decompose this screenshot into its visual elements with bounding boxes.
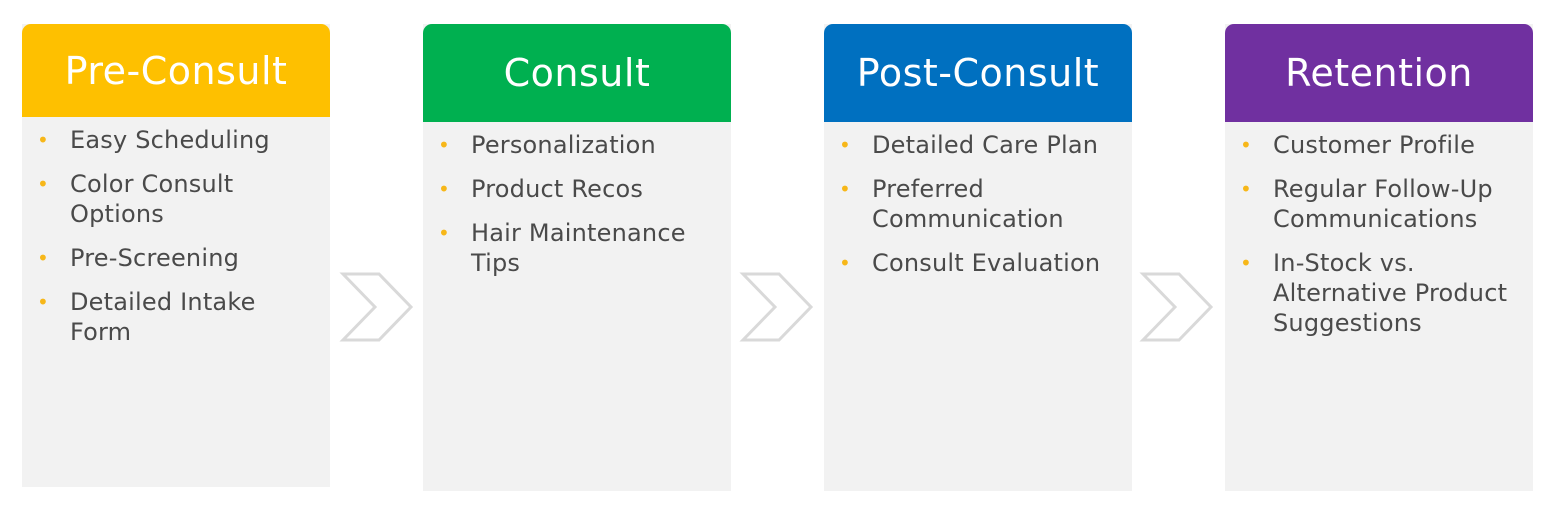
list-item: • Color Consult Options [22,169,330,229]
list-item: • Regular Follow-Up Communications [1225,174,1533,234]
bullet-icon: • [438,221,450,245]
chevron-right-icon [739,272,814,342]
stage-item-list: • Detailed Care Plan • Preferred Communica… [824,130,1132,292]
list-item-text: Color Consult Options [70,170,234,228]
bullet-icon: • [37,128,49,152]
list-item-text: Regular Follow-Up Communications [1273,175,1493,233]
list-item-text: Detailed Care Plan [872,131,1099,159]
list-item-text: Product Recos [471,175,644,203]
list-item: • Hair Maintenance Tips [423,218,731,278]
chevron-right-icon [339,272,414,342]
chevron-right-icon [1139,272,1214,342]
stage-title: Post-Consult [856,51,1100,95]
list-item-text: Hair Maintenance Tips [471,219,686,277]
list-item: • Consult Evaluation [824,248,1132,278]
bullet-icon: • [1240,177,1252,201]
stage-title: Consult [503,51,651,95]
list-item: • Customer Profile [1225,130,1533,160]
bullet-icon: • [438,177,450,201]
stage-post-consult: Post-Consult • Detailed Care Plan • Prefer… [824,24,1132,491]
list-item: • Easy Scheduling [22,125,330,155]
list-item-text: Customer Profile [1273,131,1476,159]
list-item-text: Detailed Intake Form [70,288,256,346]
stage-item-list: •Easy Scheduling •Color Consult Options … [22,125,330,361]
list-item-text: Easy Scheduling [70,126,270,154]
stage-title: Retention [1285,51,1473,95]
list-item-text: Consult Evaluation [872,249,1101,277]
list-item: • Detailed Care Plan [824,130,1132,160]
bullet-icon: • [839,133,851,157]
bullet-icon: • [839,251,851,275]
stage-item-list: • Personalization • Product Recos • Hair Ma… [423,130,731,292]
stage-title: Pre-Consult [64,48,288,93]
stage-retention: Retention • Customer Profile • Regular Fol… [1225,24,1533,491]
list-item-text: Preferred Communication [872,175,1064,233]
bullet-icon: • [839,177,851,201]
stage-header-retention: Retention [1225,24,1533,122]
stage-item-list: • Customer Profile • Regular Follow-Up Com… [1225,130,1533,352]
list-item: • Pre-Screening [22,243,330,273]
stage-pre-consult: Pre-Consult • Easy Scheduling • Color Cons… [22,24,330,487]
list-item: • In-Stock vs. Alternative Product Sugges… [1225,248,1533,338]
bullet-icon: • [37,172,49,196]
list-item-text: Pre-Screening [70,244,240,272]
bullet-icon: • [37,290,49,314]
stage-header-post-consult: Post-Consult [824,24,1132,122]
bullet-icon: • [1240,251,1252,275]
bullet-icon: • [438,133,450,157]
list-item: • Product Recos [423,174,731,204]
list-item: • Personalization [423,130,731,160]
list-item: • Detailed Intake Form [22,287,330,347]
stage-header-pre-consult: Pre-Consult [22,24,330,117]
list-item-text: Personalization [471,131,656,159]
list-item: • Preferred Communication [824,174,1132,234]
bullet-icon: • [1240,133,1252,157]
stage-header-consult: Consult [423,24,731,122]
list-item-text: In-Stock vs. Alternative Product Suggest… [1273,249,1508,337]
bullet-icon: • [37,246,49,270]
stage-consult: Consult • Personalization • Product Recos … [423,24,731,491]
